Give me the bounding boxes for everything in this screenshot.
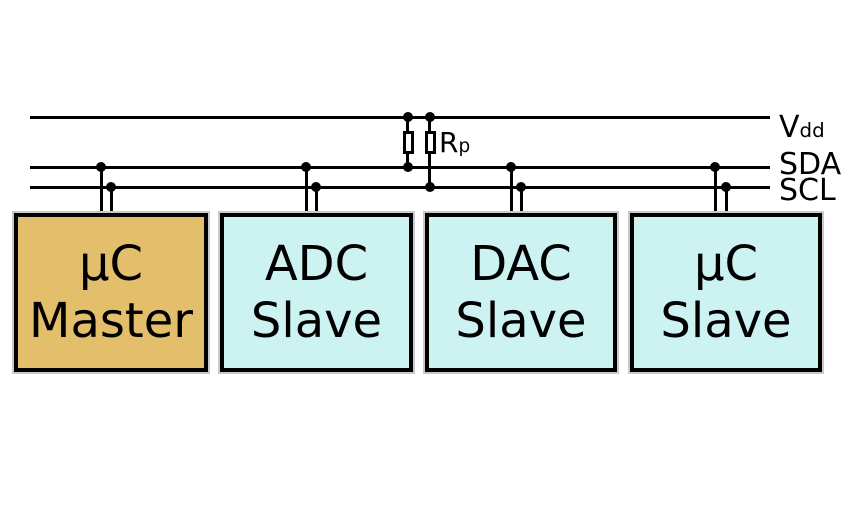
junction-dot (106, 182, 116, 192)
vdd-label-subscript: dd (799, 119, 825, 142)
junction-dot (403, 162, 413, 172)
dac-scl-wire (520, 186, 523, 215)
master-sda-wire (100, 166, 103, 215)
vdd-label: Vdd (779, 113, 825, 146)
junction-dot (710, 162, 720, 172)
vdd-bus-line (30, 116, 770, 119)
junction-dot (516, 182, 526, 192)
device-name-line1: ADC (264, 235, 369, 292)
device-box-adc-slave: ADC Slave (220, 213, 413, 372)
uc-slave-scl-wire (725, 186, 728, 215)
pullup-label-subscript: p (458, 136, 471, 157)
junction-dot (301, 162, 311, 172)
junction-dot (403, 112, 413, 122)
junction-dot (311, 182, 321, 192)
master-scl-wire (110, 186, 113, 215)
pullup-label-main: R (439, 126, 459, 159)
device-name-line2: Master (29, 292, 193, 349)
junction-dot (425, 112, 435, 122)
device-box-master: µC Master (14, 213, 208, 372)
uc-slave-sda-wire (714, 166, 717, 215)
junction-dot (96, 162, 106, 172)
junction-dot (425, 182, 435, 192)
device-name-line2: Slave (455, 292, 587, 349)
device-name-line1: DAC (470, 235, 572, 292)
junction-dot (506, 162, 516, 172)
adc-scl-wire (315, 186, 318, 215)
pullup-label: Rp (439, 129, 470, 161)
device-name-line1: µC (693, 235, 759, 292)
sda-label: SDA (779, 147, 842, 182)
scl-label: SCL (779, 173, 836, 208)
device-name-line2: Slave (660, 292, 792, 349)
dac-sda-wire (510, 166, 513, 215)
device-box-uc-slave: µC Slave (630, 213, 822, 372)
vdd-label-main: V (779, 110, 800, 145)
device-name-line2: Slave (250, 292, 383, 349)
junction-dot (721, 182, 731, 192)
scl-bus-line (30, 186, 770, 189)
sda-bus-line (30, 166, 770, 169)
device-name-line1: µC (78, 235, 144, 292)
pullup-resistor-sda (403, 131, 414, 154)
adc-sda-wire (305, 166, 308, 215)
device-box-dac-slave: DAC Slave (425, 213, 617, 372)
pullup-resistor-scl (425, 131, 436, 154)
